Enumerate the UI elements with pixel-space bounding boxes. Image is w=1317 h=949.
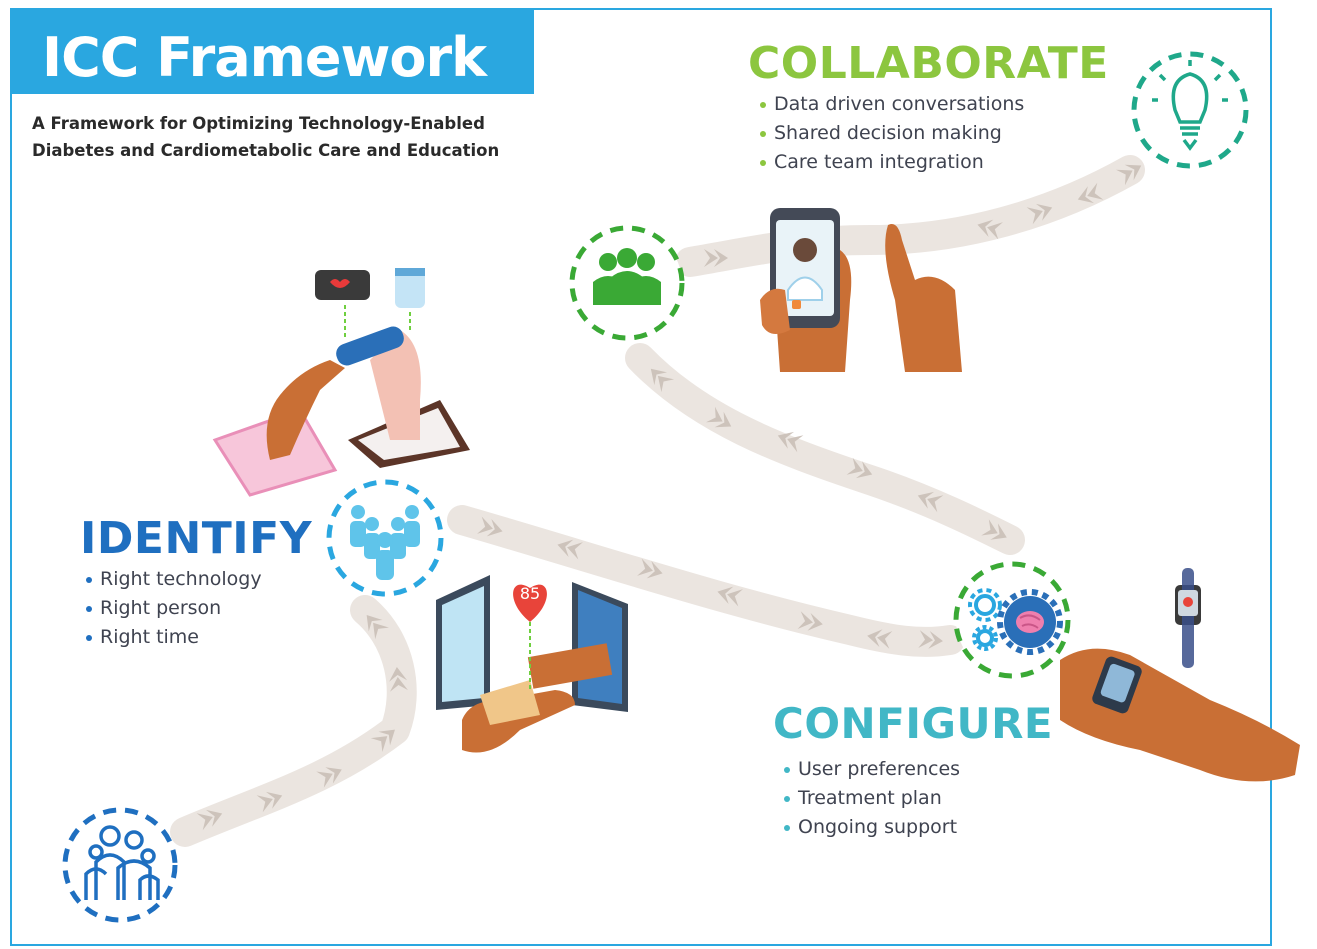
- bullet-item: Treatment plan: [784, 784, 960, 813]
- bullet-item: Care team integration: [760, 148, 1024, 177]
- care-team-icon: [569, 225, 685, 341]
- smartwatch-illustration: [1060, 568, 1300, 782]
- doctor-phone-illustration: [760, 208, 962, 372]
- bullet-item: Shared decision making: [760, 119, 1024, 148]
- page-title: ICC Framework: [42, 26, 487, 89]
- configure-title: CONFIGURE: [773, 699, 1054, 748]
- page-subtitle: A Framework for Optimizing Technology-En…: [32, 114, 500, 160]
- gears-brain-icon: [953, 561, 1071, 679]
- framework-border: [10, 8, 1272, 946]
- bullet-item: Right technology: [86, 565, 262, 594]
- bullet-item: Data driven conversations: [760, 90, 1024, 119]
- bullet-item: Right time: [86, 623, 262, 652]
- bullet-item: Right person: [86, 594, 262, 623]
- identify-bullets: Right technology Right person Right time: [86, 565, 262, 652]
- title-banner: ICC Framework: [12, 10, 534, 94]
- bullet-item: Ongoing support: [784, 813, 960, 842]
- collaborate-title: COLLABORATE: [748, 38, 1109, 89]
- collaborate-bullets: Data driven conversations Shared decisio…: [760, 90, 1024, 177]
- identify-title: IDENTIFY: [80, 513, 313, 564]
- heart-rate-value: 85: [520, 584, 540, 603]
- bullet-item: User preferences: [784, 755, 960, 784]
- people-group-icon: [326, 479, 444, 597]
- configure-bullets: User preferences Treatment plan Ongoing …: [784, 755, 960, 842]
- family-icon: [62, 807, 178, 923]
- lightbulb-icon: [1131, 51, 1249, 169]
- glucose-devices-illustration: [212, 268, 470, 497]
- telehealth-illustration: 85: [436, 575, 628, 753]
- heart-icon: [513, 584, 547, 622]
